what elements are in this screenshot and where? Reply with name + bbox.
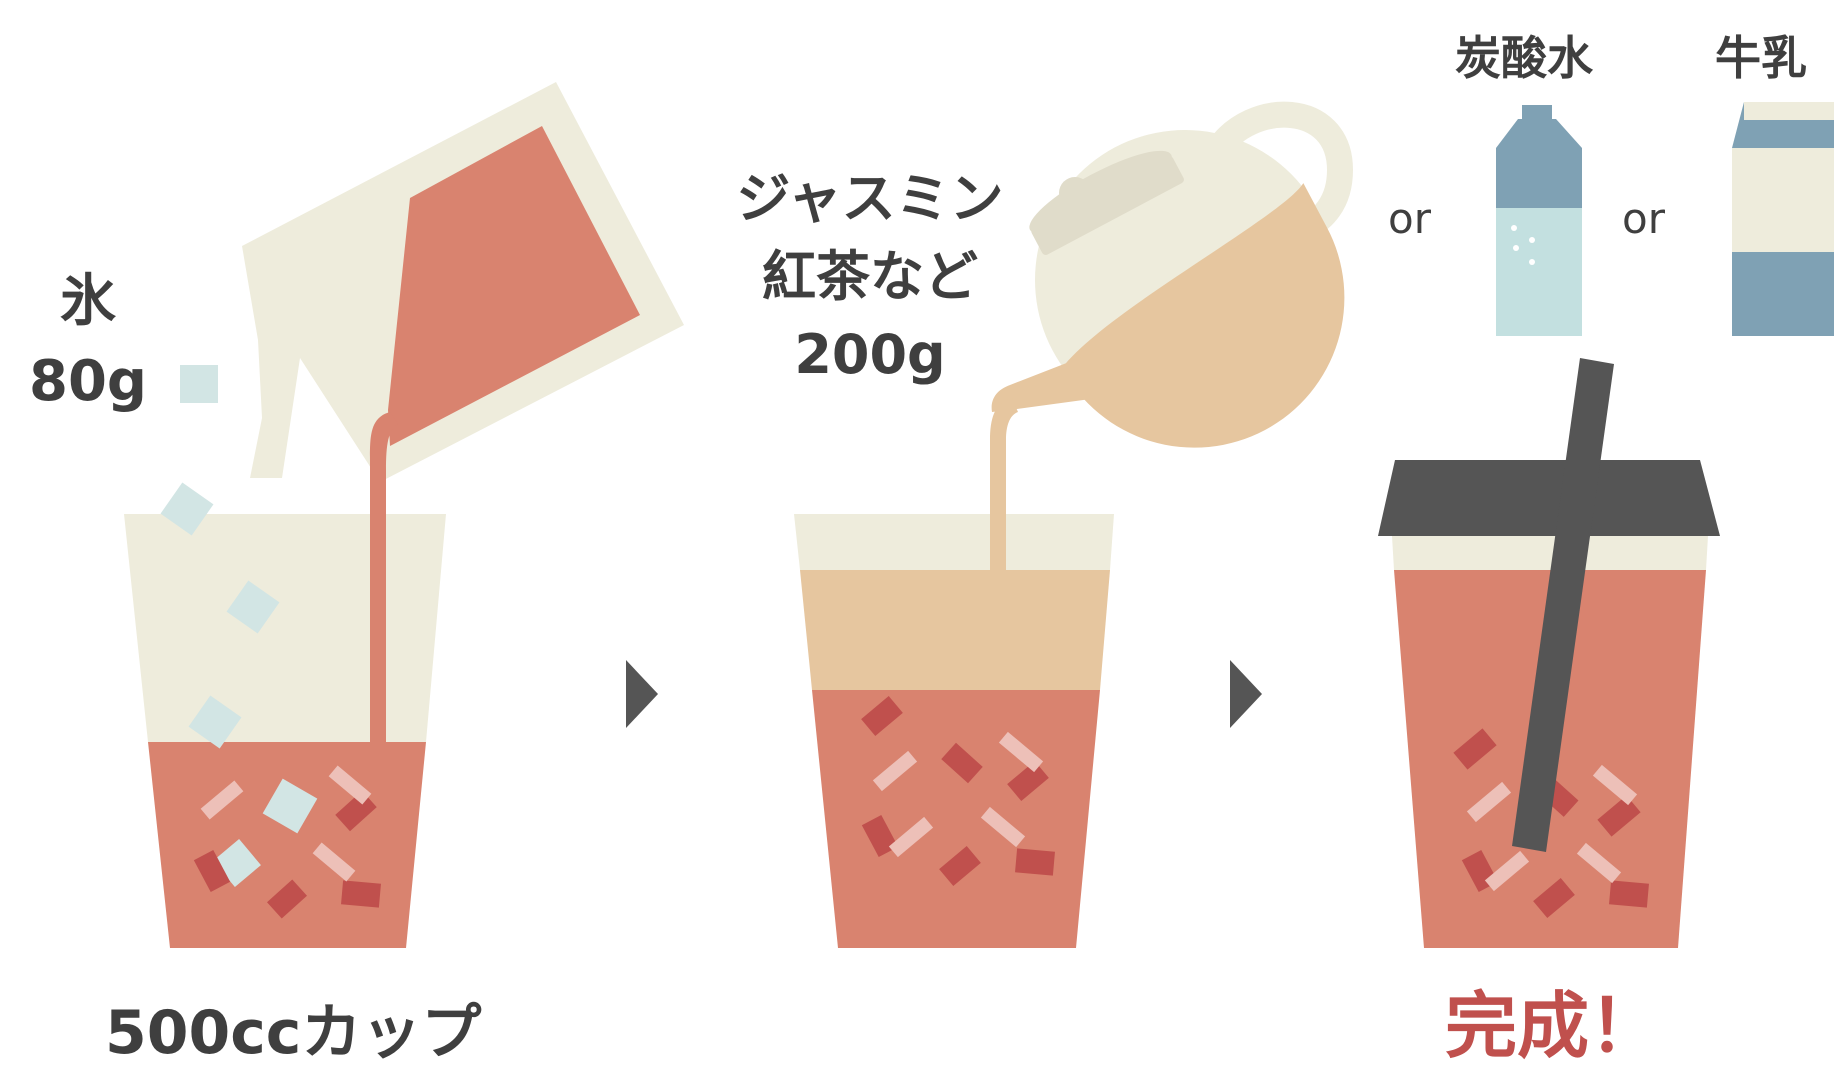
ice-cube <box>262 778 318 834</box>
pour-stream-1 <box>369 412 398 742</box>
step3-group <box>1378 102 1834 948</box>
straw-icon <box>1512 358 1614 852</box>
ice-cube <box>160 482 214 536</box>
jelly-cube <box>939 846 981 886</box>
jelly-cube <box>341 880 381 908</box>
jelly-cube <box>328 765 372 805</box>
pour-stream-2 <box>990 398 1018 570</box>
ice-cube <box>180 365 218 403</box>
jelly-cube <box>941 742 983 784</box>
cup3-upper <box>1392 536 1708 570</box>
jelly-cube <box>1609 880 1649 908</box>
ice-label-group: 氷 80g <box>28 262 148 422</box>
jelly-cube <box>1533 878 1575 918</box>
ice-amount: 80g <box>28 349 147 414</box>
jelly-cube <box>335 790 377 832</box>
jelly-cube <box>872 750 918 792</box>
jelly-cube <box>861 696 903 736</box>
jelly-cube <box>1007 761 1049 801</box>
jelly-cube <box>1453 728 1497 770</box>
step1-group <box>124 82 684 948</box>
milk-label: 牛乳 <box>1715 31 1807 85</box>
arrow-right-icon <box>626 660 658 728</box>
ice-label: 氷 <box>60 269 116 334</box>
cup2-upper <box>794 514 1114 570</box>
done-label: 完成！ <box>1445 984 1662 1068</box>
ice-cube <box>226 580 280 634</box>
or-label-1: or <box>1388 194 1431 243</box>
arrow-right-icon <box>1230 660 1262 728</box>
cup1-liquid <box>148 742 426 948</box>
teapot-icon <box>991 101 1354 448</box>
jelly-cube <box>200 780 244 820</box>
jelly-cube <box>1015 848 1055 876</box>
cup3-lid <box>1378 460 1720 536</box>
jelly-cube <box>980 806 1026 848</box>
tea-line1: ジャスミン <box>736 167 1004 230</box>
cup2-brew <box>800 570 1110 690</box>
jelly-cube <box>267 879 307 919</box>
ice-cube <box>188 695 242 749</box>
jelly-cube <box>1484 850 1530 892</box>
cup1-upper <box>124 514 446 742</box>
jelly-cube <box>998 731 1044 773</box>
tea-line2: 紅茶など <box>762 245 978 308</box>
jelly-cube <box>193 849 231 893</box>
jelly-cube <box>1576 842 1622 884</box>
soda-bottle-icon <box>1496 105 1582 336</box>
jelly-cube <box>1592 764 1638 806</box>
tea-label-group: ジャスミン 紅茶など 200g <box>720 160 1020 394</box>
cup2-liquid <box>812 690 1100 948</box>
or-label-2: or <box>1622 194 1665 243</box>
milk-carton-icon <box>1732 102 1834 336</box>
jelly-cube <box>888 816 934 858</box>
pitcher-icon <box>242 82 684 482</box>
tea-amount: 200g <box>794 323 946 386</box>
step2-group <box>794 101 1354 948</box>
cup-size-label: 500ccカップ <box>105 998 482 1068</box>
jelly-cube <box>1597 795 1641 837</box>
soda-label: 炭酸水 <box>1455 31 1593 85</box>
jelly-cube <box>312 842 356 882</box>
jelly-cube <box>1466 781 1512 823</box>
